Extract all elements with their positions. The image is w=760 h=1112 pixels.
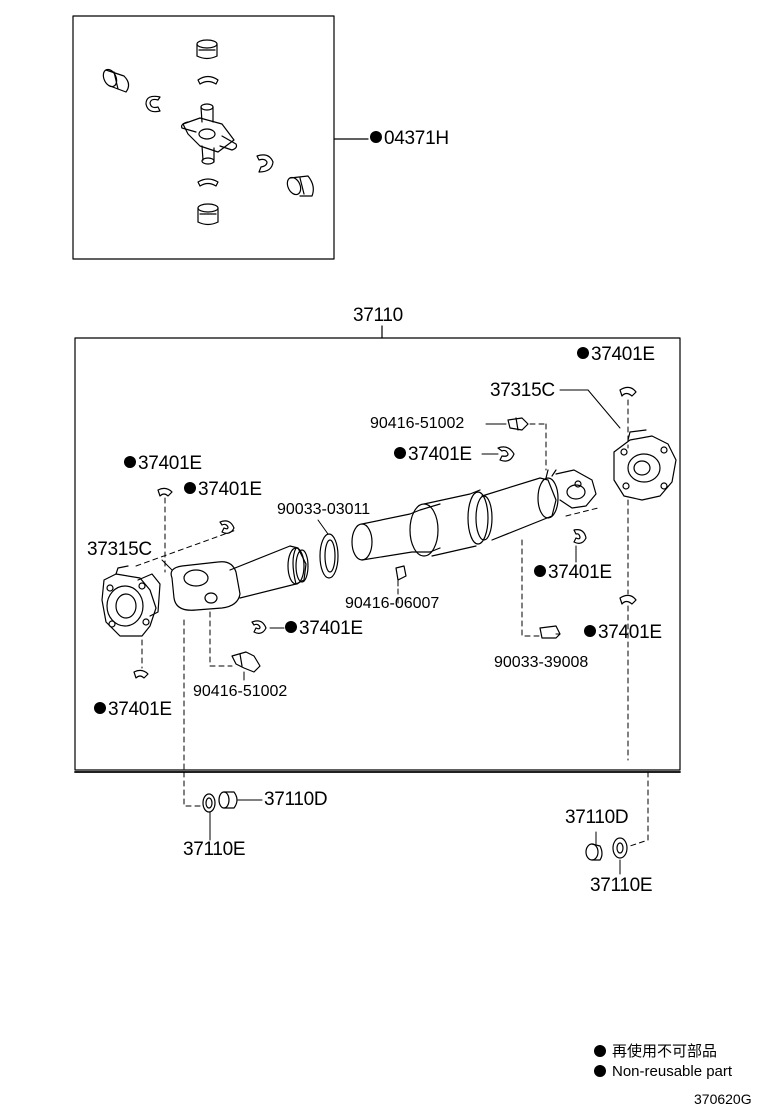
label-04371H: 04371H [370, 129, 449, 149]
non-reusable-dot-icon [184, 482, 196, 494]
lower-left-dashed-leader [183, 771, 201, 807]
non-reusable-dot-icon [370, 131, 382, 143]
snap-ring-g [251, 620, 267, 634]
alignment-dashes [135, 399, 629, 771]
label-90416-06007: 90416-06007 [345, 595, 440, 612]
lower-right-parts [585, 771, 649, 875]
label-37401E-d: 37401E [184, 480, 262, 500]
snap-ring-a [619, 386, 637, 397]
bushing-37110D-right [585, 843, 603, 861]
label-37401E-e: 37401E [534, 563, 612, 583]
non-reusable-dot-icon [94, 702, 106, 714]
kit-snap-ring-left [145, 95, 161, 113]
non-reusable-dot-icon [577, 347, 589, 359]
label-37110D-right: 37110D [565, 807, 629, 828]
label-37315C-left: 37315C [87, 539, 152, 560]
kit-snap-ring-right [256, 154, 274, 173]
label-90033-03011: 90033-03011 [277, 501, 371, 518]
snap-ring-f [619, 594, 637, 605]
center-shaft-tube [351, 469, 559, 561]
bolt-90033-39008-shape [539, 625, 561, 639]
label-37401E-c: 37401E [124, 454, 202, 474]
lower-left-parts [183, 771, 263, 841]
label-37315C-right: 37315C [490, 380, 555, 401]
seal-ring [319, 533, 339, 579]
non-reusable-dot-icon [584, 625, 596, 637]
right-flange-yoke [613, 429, 677, 501]
label-37110: 37110 [353, 305, 403, 326]
snap-ring-c [157, 487, 173, 497]
non-reusable-dot-icon [594, 1065, 606, 1077]
bushing-37110D-left [218, 791, 238, 809]
label-37110D-left: 37110D [264, 789, 328, 810]
non-reusable-dot-icon [124, 456, 136, 468]
non-reusable-dot-icon [285, 621, 297, 633]
grease-fitting-bottom [231, 651, 261, 673]
label-37110E-right: 37110E [590, 875, 653, 896]
snap-ring-d [219, 520, 235, 534]
lower-right-dashed-leader [629, 771, 649, 847]
label-90416-51002-bottom: 90416-51002 [193, 683, 288, 700]
left-flange-yoke [101, 565, 161, 637]
front-shaft-section [170, 545, 309, 611]
non-reusable-dot-icon [534, 565, 546, 577]
kit-snap-ring-bottom [197, 178, 219, 187]
label-37401E-h: 37401E [94, 700, 172, 720]
universal-joint-kit-group [72, 15, 369, 260]
snap-ring-h [133, 669, 149, 679]
kit-bearing-cup-top [196, 39, 218, 60]
kit-bearing-cup-right [286, 175, 314, 197]
label-37401E-f: 37401E [584, 623, 662, 643]
kit-spider-cross [181, 103, 238, 165]
label-37401E-g: 37401E [285, 619, 363, 639]
washer-37110E-right [612, 837, 628, 859]
propeller-shaft-assembly-group [74, 325, 681, 773]
grease-fitting-center [395, 565, 407, 581]
legend-japanese: 再使用不可部品 [594, 1043, 717, 1061]
kit-bearing-cup-bottom [197, 203, 219, 226]
label-90033-39008: 90033-39008 [494, 654, 589, 671]
kit-box-frame [72, 15, 335, 260]
washer-37110E-left [202, 793, 216, 813]
legend-english: Non-reusable part [594, 1063, 732, 1081]
label-37401E-a: 37401E [577, 345, 655, 365]
kit-bearing-cup-left [102, 68, 130, 93]
label-37110E-left: 37110E [183, 839, 246, 860]
snap-ring-b [497, 446, 515, 462]
kit-snap-ring-top [197, 75, 219, 85]
leader-lines [161, 389, 621, 681]
non-reusable-dot-icon [594, 1045, 606, 1057]
snap-ring-e [573, 529, 587, 544]
rear-yoke [555, 469, 597, 509]
assy-box-frame [74, 337, 681, 771]
grease-fitting-top [507, 417, 529, 431]
figure-code: 370620G [694, 1091, 752, 1107]
label-37401E-b: 37401E [394, 445, 472, 465]
non-reusable-dot-icon [394, 447, 406, 459]
label-90416-51002-top: 90416-51002 [370, 415, 465, 432]
